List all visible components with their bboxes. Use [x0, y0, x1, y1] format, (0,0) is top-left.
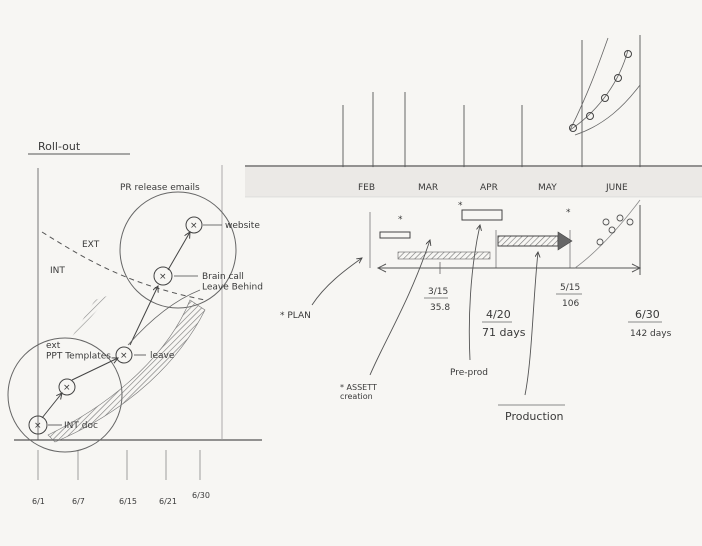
milestone-date-2: 4/20 — [486, 308, 511, 321]
assets-leader — [369, 240, 430, 376]
preprod-label: Pre-prod — [450, 368, 488, 378]
milestone-date-1: 3/15 — [428, 287, 448, 297]
milestone-value-4: 142 days — [630, 329, 672, 339]
hatched-band-upper — [70, 295, 110, 340]
region-int-label: INT — [50, 266, 65, 276]
month-feb: FEB — [358, 183, 375, 193]
hatched-band — [47, 299, 206, 443]
node-website: × website — [185, 216, 260, 234]
growth-point — [614, 74, 622, 82]
month-apr: APR — [480, 183, 498, 193]
milestone-value-1: 35.8 — [430, 303, 450, 313]
growth-curve — [574, 84, 641, 136]
svg-text:×: × — [159, 272, 167, 282]
preprod-marker: * — [458, 201, 463, 211]
production-label: Production — [505, 410, 564, 423]
growth-point — [624, 50, 632, 58]
production-bar — [497, 235, 559, 247]
month-may: MAY — [538, 183, 557, 193]
flow-arrow — [41, 393, 62, 419]
timeline-panel: FEB MAR APR MAY JUNE * * * 3/15 — [245, 35, 702, 423]
month-june: JUNE — [605, 183, 628, 193]
svg-text:×: × — [34, 421, 42, 431]
date-label-1: 6/1 — [32, 497, 45, 506]
svg-text:×: × — [63, 383, 71, 393]
node-int-doc-label: INT doc — [64, 421, 98, 431]
production-marker: * — [566, 208, 571, 218]
projection-point — [616, 214, 624, 222]
node-leave: × leave — [115, 346, 175, 364]
milestone-value-3: 106 — [562, 299, 579, 309]
date-label-2: 6/7 — [72, 497, 85, 506]
date-label-5: 6/30 — [192, 491, 210, 500]
plan-marker: * — [398, 215, 403, 225]
preprod-leader — [468, 225, 480, 361]
flow-arrow — [167, 232, 190, 271]
preprod-bar — [461, 209, 503, 221]
region-ext-label: EXT — [82, 240, 100, 250]
plan-leader — [311, 258, 362, 306]
node-leave-label: leave — [150, 351, 175, 361]
growth-curve — [569, 37, 609, 131]
projection-point — [626, 218, 634, 226]
plan-label: * PLAN — [280, 311, 311, 321]
external-circle — [119, 191, 237, 309]
growth-point — [586, 112, 594, 120]
asset-band — [397, 251, 491, 260]
svg-text:×: × — [120, 351, 128, 361]
flow-arrow — [129, 286, 158, 346]
month-band — [245, 167, 702, 197]
svg-text:×: × — [190, 221, 198, 231]
date-label-4: 6/21 — [159, 497, 177, 506]
flow-arrow — [71, 358, 118, 381]
growth-curve — [569, 49, 629, 131]
projection-curve — [574, 199, 641, 269]
node-website-label: website — [225, 221, 260, 231]
milestone-date-4: 6/30 — [635, 308, 660, 321]
span-arrow-right — [631, 263, 642, 273]
rollout-title: Roll-out — [38, 140, 81, 153]
span-arrow-left — [376, 263, 387, 273]
milestone-date-3: 5/15 — [560, 283, 580, 293]
month-mar: MAR — [418, 183, 438, 193]
pr-release-label: PR release emails — [120, 183, 200, 193]
node-int-doc: × INT doc — [28, 415, 98, 435]
date-label-3: 6/15 — [119, 497, 137, 506]
milestone-value-2: 71 days — [482, 326, 526, 339]
production-arrowhead — [557, 231, 573, 251]
projection-point — [596, 238, 604, 246]
flow-curve — [127, 289, 201, 346]
growth-point — [569, 124, 577, 132]
production-leader — [524, 252, 538, 396]
projection-point — [608, 226, 616, 234]
ext-int-boundary — [41, 231, 206, 301]
growth-point — [601, 94, 609, 102]
plan-bar — [379, 231, 411, 239]
projection-point — [602, 218, 610, 226]
rollout-panel: Roll-out 6/1 6/7 6/15 6/21 6/30 EXT INT — [7, 140, 263, 506]
